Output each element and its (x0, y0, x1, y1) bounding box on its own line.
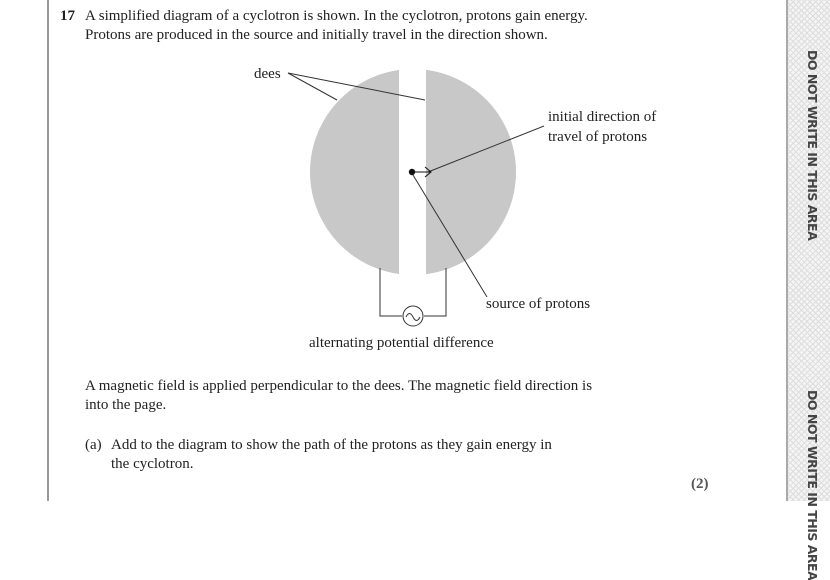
sine-wave-icon (405, 313, 421, 321)
question-intro-1: A simplified diagram of a cyclotron is s… (85, 8, 588, 24)
cyclotron-diagram: dees initial direction of travel of prot… (254, 66, 656, 351)
left-dee (310, 69, 399, 275)
source-leader (412, 174, 488, 298)
part-a-marks: (2) (691, 476, 709, 492)
label-source: source of protons (486, 296, 590, 312)
dees-leader-left (287, 72, 338, 101)
arrow-head-icon (424, 166, 432, 178)
direction-leader (427, 125, 545, 173)
question-number: 17 (60, 8, 75, 24)
dees-leader-right (287, 72, 426, 101)
page-left-border (47, 0, 49, 501)
part-a-text-1: Add to the diagram to show the path of t… (111, 437, 552, 453)
label-direction-2: travel of protons (548, 129, 647, 145)
label-dees: dees (254, 66, 281, 82)
part-a-text-2: the cyclotron. (111, 456, 194, 472)
right-dee (426, 69, 516, 275)
proton-source-dot (408, 168, 416, 176)
field-text-1: A magnetic field is applied perpendicula… (85, 378, 593, 394)
right-wire (424, 268, 447, 317)
left-wire (379, 268, 402, 317)
question-intro-2: Protons are produced in the source and i… (85, 27, 548, 43)
margin-warning-top: DO NOT WRITE IN THIS AREA (805, 50, 820, 241)
part-a-label: (a) (85, 437, 102, 453)
label-apd: alternating potential difference (309, 335, 494, 351)
field-text-2: into the page. (85, 397, 167, 413)
do-not-write-margin (786, 0, 830, 501)
label-direction-1: initial direction of (548, 109, 656, 125)
